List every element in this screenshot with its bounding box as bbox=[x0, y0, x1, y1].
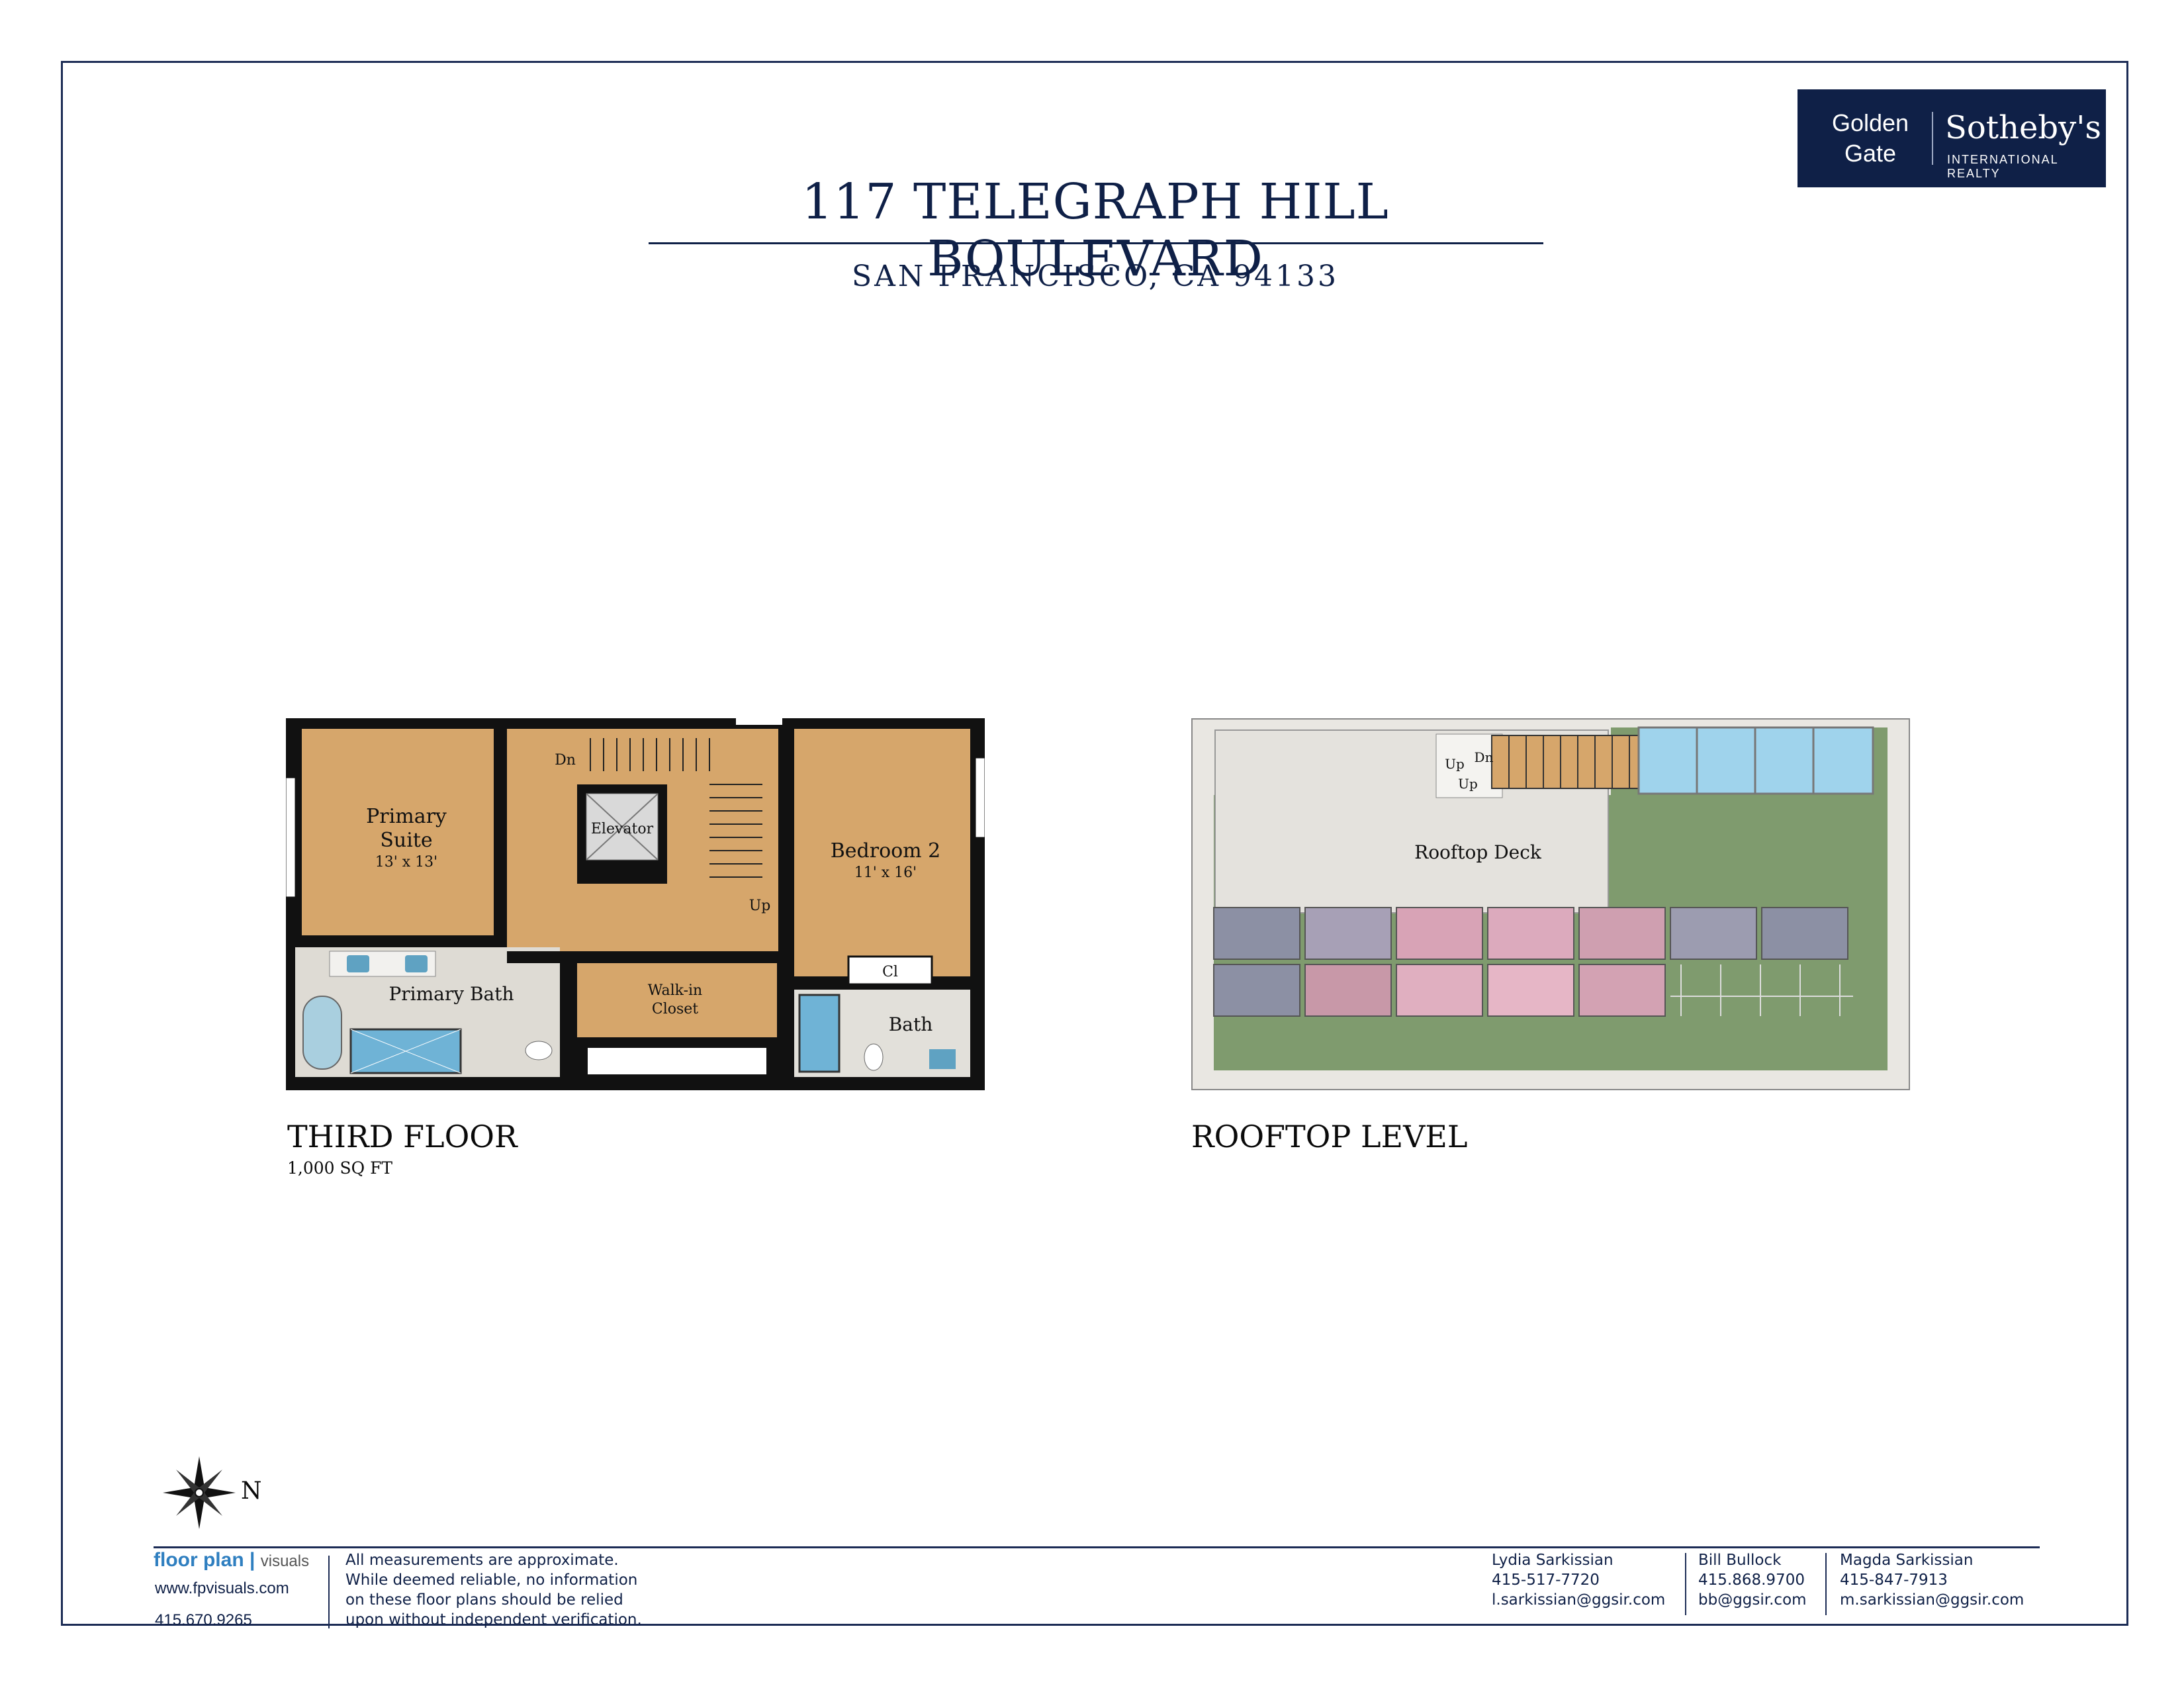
agent-bill: Bill Bullock 415.868.9700 bb@ggsir.com bbox=[1698, 1550, 1807, 1610]
property-city: SAN FRANCISCO, CA 94133 bbox=[851, 259, 1340, 293]
logo-golden-gate: Golden Gate bbox=[1824, 108, 1917, 169]
agent-phone: 415-847-7913 bbox=[1840, 1571, 1948, 1589]
solar-panels bbox=[1213, 907, 1848, 1017]
label-walkin-1: Walk-in bbox=[648, 982, 702, 999]
label-stair-up: Up bbox=[749, 898, 771, 914]
bedroom2-floor bbox=[794, 729, 970, 976]
fpv-url[interactable]: www.fpvisuals.com bbox=[155, 1579, 289, 1597]
agent-name: Lydia Sarkissian bbox=[1492, 1552, 1614, 1569]
footer-divider-3 bbox=[1825, 1553, 1827, 1615]
sothebys-logo: Golden Gate Sotheby's INTERNATIONAL REAL… bbox=[1797, 89, 2106, 187]
label-walkin-2: Closet bbox=[652, 1001, 698, 1017]
rooftop-plan: Rooftop Deck Dn Up Up bbox=[1191, 718, 1910, 1090]
fpv-logo: floor plan | visuals bbox=[154, 1549, 310, 1571]
agent-phone: 415.868.9700 bbox=[1698, 1571, 1805, 1589]
label-roof-up2: Up bbox=[1458, 776, 1478, 792]
label-primary-suite-2: Suite bbox=[380, 829, 432, 852]
footer-divider-2 bbox=[1685, 1553, 1686, 1615]
disclaimer-line: upon without independent verification. bbox=[345, 1611, 642, 1628]
third-floor-label: THIRD FLOOR bbox=[287, 1119, 518, 1154]
label-primary-suite-1: Primary bbox=[366, 805, 447, 828]
fpv-phone: 415.670.9265 bbox=[155, 1611, 252, 1629]
third-floor-plan: Primary Suite 13' x 13' Bedroom 2 11' x … bbox=[286, 718, 985, 1090]
disclaimer-line: All measurements are approximate. bbox=[345, 1552, 619, 1569]
property-title: 117 TELEGRAPH HILL BOULEVARD bbox=[801, 173, 1389, 287]
logo-divider bbox=[1932, 112, 1933, 165]
logo-brand-sub: INTERNATIONAL REALTY bbox=[1947, 153, 2059, 180]
disclaimer-line: on these floor plans should be relied bbox=[345, 1591, 623, 1609]
agent-lydia: Lydia Sarkissian 415-517-7720 l.sarkissi… bbox=[1492, 1550, 1665, 1610]
label-bedroom2: Bedroom 2 bbox=[831, 839, 941, 863]
agent-phone: 415-517-7720 bbox=[1492, 1571, 1600, 1589]
label-roof-up1: Up bbox=[1445, 756, 1465, 772]
label-bath: Bath bbox=[889, 1013, 933, 1035]
primary-suite-floor bbox=[302, 729, 494, 935]
page-frame bbox=[61, 61, 2128, 1626]
fpv-brand: floor plan bbox=[154, 1549, 244, 1571]
logo-brand: Sotheby's bbox=[1945, 109, 2102, 146]
agent-magda: Magda Sarkissian 415-847-7913 m.sarkissi… bbox=[1840, 1550, 2024, 1610]
label-primary-suite-dim: 13' x 13' bbox=[375, 854, 437, 870]
agent-name: Bill Bullock bbox=[1698, 1552, 1782, 1569]
label-stair-dn: Dn bbox=[555, 752, 576, 769]
label-roof-dn: Dn bbox=[1475, 749, 1494, 765]
agent-email[interactable]: m.sarkissian@ggsir.com bbox=[1840, 1591, 2025, 1609]
roof-stair bbox=[1491, 735, 1645, 789]
logo-golden: Golden bbox=[1831, 109, 1909, 136]
toilet-primary bbox=[525, 1041, 553, 1060]
agent-name: Magda Sarkissian bbox=[1840, 1552, 1974, 1569]
toilet-bath bbox=[864, 1043, 884, 1071]
stair-treads bbox=[590, 738, 762, 878]
title-underline bbox=[649, 242, 1543, 244]
footer-divider-1 bbox=[328, 1556, 330, 1628]
walkin-floor bbox=[577, 963, 777, 1037]
label-closet: Cl bbox=[882, 964, 898, 980]
disclaimer: All measurements are approximate. While … bbox=[345, 1550, 716, 1630]
label-bedroom2-dim: 11' x 16' bbox=[854, 865, 917, 881]
agent-email[interactable]: bb@ggsir.com bbox=[1698, 1591, 1807, 1609]
closet-box bbox=[847, 955, 933, 986]
label-primary-bath: Primary Bath bbox=[388, 983, 514, 1005]
label-elevator: Elevator bbox=[591, 821, 654, 837]
bathtub bbox=[302, 996, 342, 1070]
footer-rule bbox=[154, 1546, 2040, 1548]
label-rooftop-deck: Rooftop Deck bbox=[1414, 841, 1542, 863]
agent-email[interactable]: l.sarkissian@ggsir.com bbox=[1492, 1591, 1666, 1609]
compass-north-label: N bbox=[241, 1477, 262, 1505]
logo-gate: Gate bbox=[1844, 140, 1897, 167]
fpv-brand-sub: visuals bbox=[260, 1552, 310, 1570]
third-floor-sqft: 1,000 SQ FT bbox=[287, 1158, 393, 1178]
rooftop-label: ROOFTOP LEVEL bbox=[1191, 1119, 1468, 1154]
disclaimer-line: While deemed reliable, no information bbox=[345, 1571, 638, 1589]
bath-shower bbox=[798, 994, 841, 1073]
compass-rose-icon bbox=[163, 1456, 236, 1532]
